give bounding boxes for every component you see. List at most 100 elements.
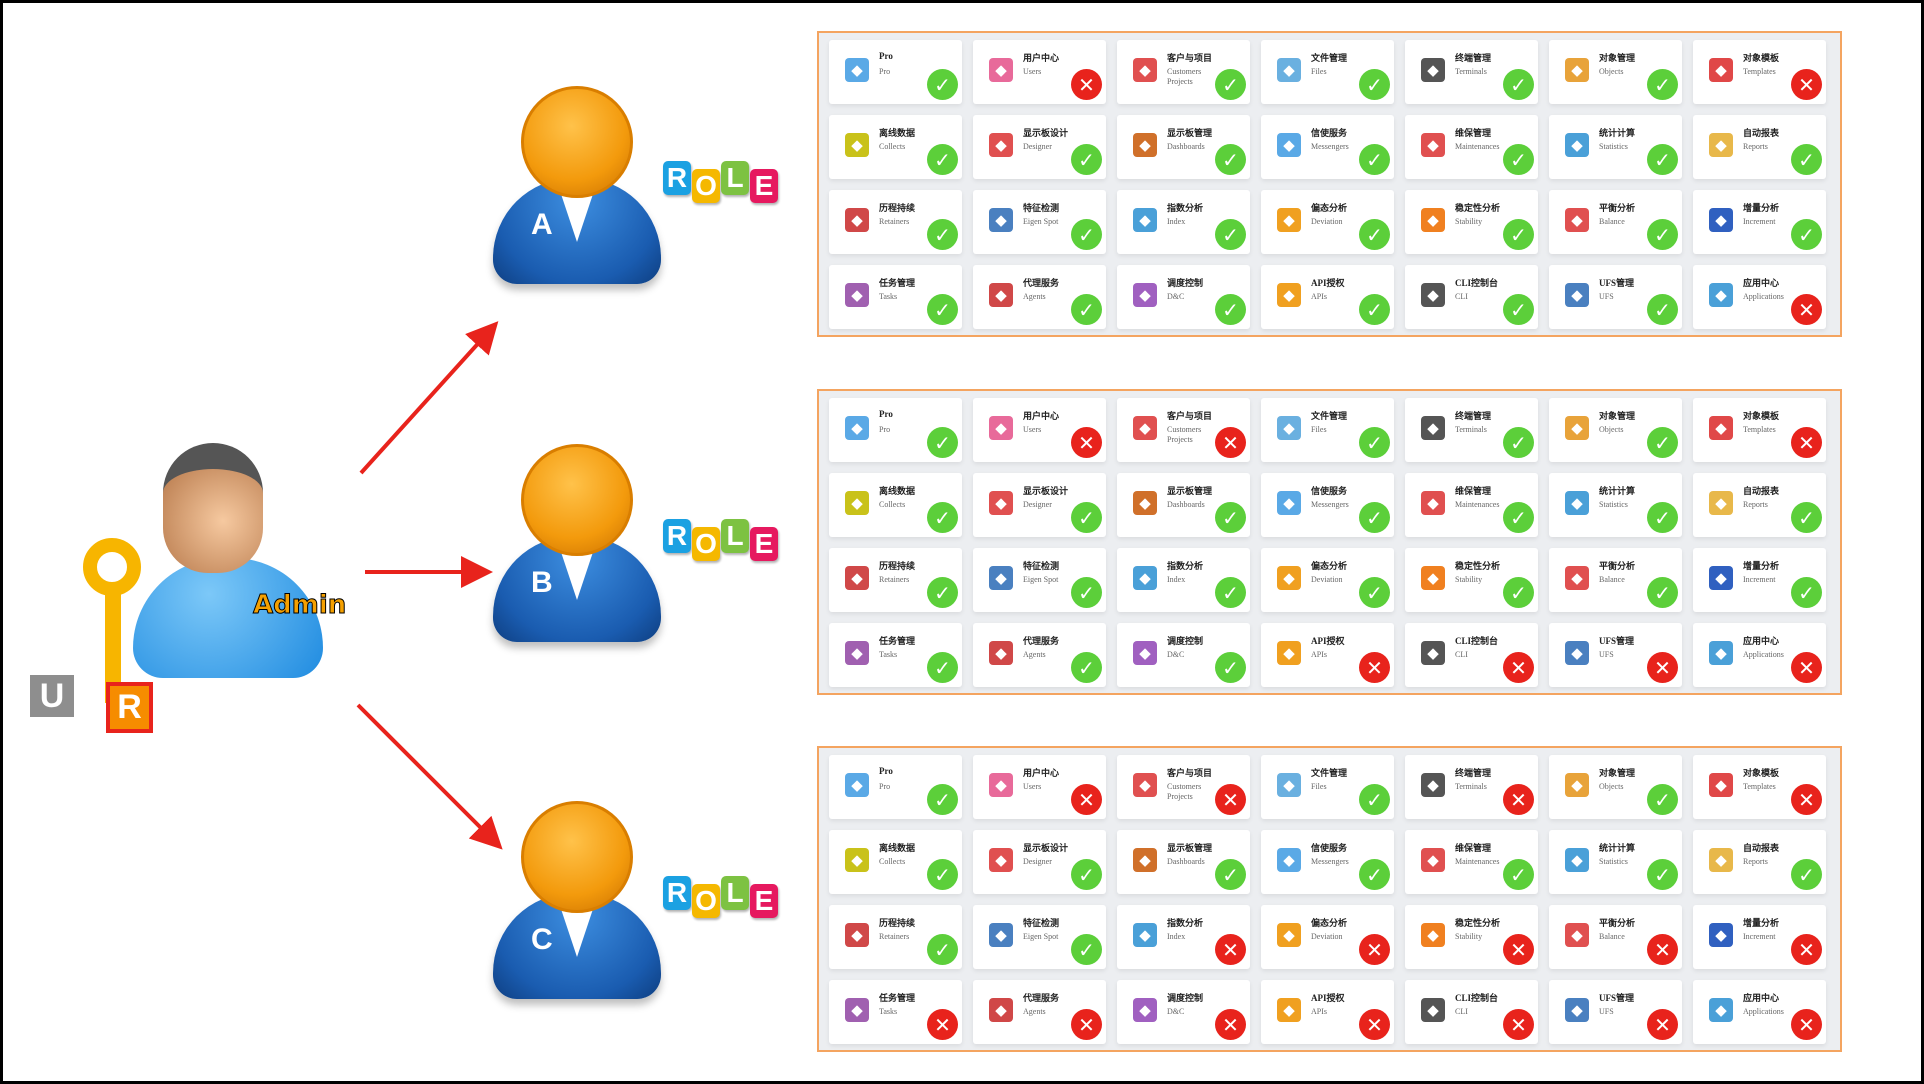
module-name-zh: API授权 (1311, 993, 1345, 1003)
module-name-en: Stability (1455, 575, 1483, 584)
module-name-zh: Pro (879, 409, 893, 419)
check-icon: ✓ (1503, 502, 1534, 533)
check-icon: ✓ (1215, 502, 1246, 533)
module-name-en: Agents (1023, 650, 1046, 659)
bar-chart-icon: ◆ (1565, 848, 1589, 872)
module-name-en: Templates (1743, 425, 1776, 434)
console-icon: ◆ (1421, 998, 1445, 1022)
check-icon: ✓ (1503, 859, 1534, 890)
cloud-server-icon: ◆ (1277, 416, 1301, 440)
module-name-zh: 指数分析 (1167, 918, 1204, 928)
cross-icon: ✕ (1503, 1009, 1534, 1040)
cross-icon: ✕ (1071, 69, 1102, 100)
cross-icon: ✕ (1791, 294, 1822, 325)
module-name-zh: 对象管理 (1599, 53, 1636, 63)
check-icon: ✓ (1647, 219, 1678, 250)
module-name-zh: 显示板设计 (1023, 843, 1069, 853)
check-icon: ✓ (1503, 427, 1534, 458)
cross-icon: ✕ (1791, 427, 1822, 458)
module-name-zh: 应用中心 (1743, 993, 1780, 1003)
module-name-en: D&C (1167, 650, 1185, 659)
network-icon: ◆ (1133, 416, 1157, 440)
module-name-zh: 平衡分析 (1599, 918, 1636, 928)
module-name-zh: 文件管理 (1311, 411, 1348, 421)
module-name-zh: 应用中心 (1743, 636, 1780, 646)
module-name-zh: 统计计算 (1599, 486, 1636, 496)
role-logo-letter: E (750, 884, 778, 918)
check-icon: ✓ (1647, 784, 1678, 815)
module-name-zh: 显示板设计 (1023, 486, 1069, 496)
role-b-avatar: B (493, 444, 673, 644)
module-name-en: Index (1167, 575, 1186, 584)
module-name-en: APIs (1311, 292, 1328, 301)
check-icon: ✓ (1359, 577, 1390, 608)
module-name-en: Balance (1599, 575, 1625, 584)
module-name-en: CLI (1455, 1007, 1468, 1016)
module-name-zh: UFS管理 (1599, 278, 1635, 288)
cross-icon: ✕ (1503, 652, 1534, 683)
check-icon: ✓ (927, 69, 958, 100)
monitor-icon: ◆ (1421, 923, 1445, 947)
role-a-avatar: A (493, 86, 673, 286)
module-name-en: UFS (1599, 1007, 1614, 1016)
module-name-en: CLI (1455, 292, 1468, 301)
role-logo-letter: L (721, 876, 749, 910)
admin-head (163, 443, 263, 573)
module-name-zh: 客户与项目 (1167, 411, 1213, 421)
monitor-icon: ◆ (1421, 416, 1445, 440)
module-name-zh: CLI控制台 (1455, 278, 1499, 288)
puzzle-icon: ◆ (989, 133, 1013, 157)
puzzle-icon: ◆ (989, 848, 1013, 872)
monitor-icon: ◆ (1565, 566, 1589, 590)
module-name-en: Statistics (1599, 857, 1628, 866)
module-name-en: Templates (1743, 782, 1776, 791)
module-name-en: Retainers (879, 575, 910, 584)
module-name-zh: 终端管理 (1455, 411, 1492, 421)
module-name-zh: 终端管理 (1455, 53, 1492, 63)
module-name-zh: 代理服务 (1023, 993, 1060, 1003)
gears-icon: ◆ (845, 283, 869, 307)
cross-icon: ✕ (1791, 1009, 1822, 1040)
check-icon: ✓ (1503, 294, 1534, 325)
cross-icon: ✕ (1503, 784, 1534, 815)
check-icon: ✓ (1071, 144, 1102, 175)
check-icon: ✓ (927, 219, 958, 250)
module-name-zh: 信使服务 (1311, 128, 1348, 138)
puzzle-icon: ◆ (1565, 58, 1589, 82)
cloud-server-icon: ◆ (1277, 773, 1301, 797)
module-name-zh: API授权 (1311, 278, 1345, 288)
gears-icon: ◆ (845, 641, 869, 665)
check-icon: ✓ (1071, 652, 1102, 683)
role-name: C (531, 923, 553, 956)
bar-chart-icon: ◆ (1709, 923, 1733, 947)
cross-icon: ✕ (927, 1009, 958, 1040)
module-name-zh: 增量分析 (1743, 203, 1780, 213)
check-icon: ✓ (1791, 144, 1822, 175)
template-icon: ◆ (1709, 416, 1733, 440)
cross-icon: ✕ (1359, 1009, 1390, 1040)
module-name-zh: API授权 (1311, 636, 1345, 646)
check-icon: ✓ (1359, 219, 1390, 250)
cloud-icon: ◆ (1277, 133, 1301, 157)
module-name-en: Tasks (879, 650, 898, 659)
check-icon: ✓ (1359, 427, 1390, 458)
module-name-en: Pro (879, 782, 891, 791)
check-icon: ✓ (1647, 294, 1678, 325)
